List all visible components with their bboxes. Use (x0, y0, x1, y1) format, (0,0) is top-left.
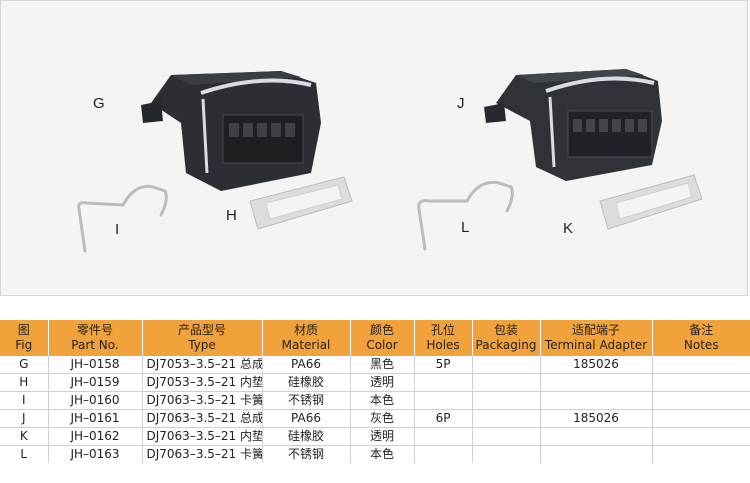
product-photo-panel: G I H J L K (0, 0, 748, 296)
label-l: L (461, 219, 470, 236)
connector-g-image (141, 71, 321, 191)
label-j: J (457, 95, 465, 112)
label-g: G (93, 95, 105, 112)
spring-clip-i-image (77, 184, 168, 253)
label-i: I (115, 221, 120, 238)
spring-clip-l-image (417, 180, 514, 251)
gasket-h-image (249, 176, 353, 230)
gasket-k-image (599, 174, 703, 230)
connector-j-image (484, 69, 662, 181)
label-h: H (226, 207, 237, 224)
label-k: K (563, 220, 574, 237)
